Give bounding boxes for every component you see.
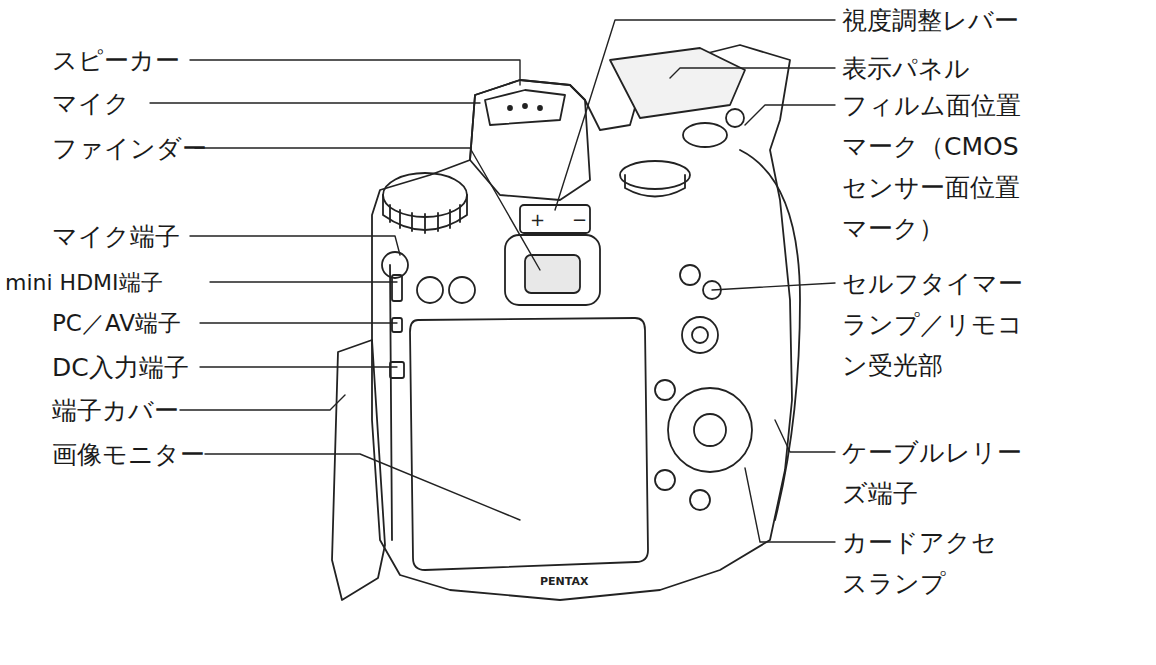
display-panel: [610, 48, 745, 118]
part-label: mini HDMI端子: [5, 262, 163, 303]
mode-dial: [383, 173, 467, 217]
part-label: 画像モニター: [52, 434, 205, 475]
part-label: カードアクセスランプ: [842, 522, 1018, 604]
part-label: ケーブルレリーズ端子: [842, 432, 1043, 514]
four-way-controller: [668, 388, 752, 472]
part-label: ファインダー: [52, 128, 207, 169]
part-label: スピーカー: [52, 40, 180, 81]
part-label: 視度調整レバー: [842, 0, 1019, 41]
part-label: PC／AV端子: [52, 303, 181, 344]
part-label: フィルム面位置マーク（CMOSセンサー面位置マーク）: [842, 85, 1022, 249]
hot-shoe: [485, 90, 565, 125]
part-label: マイク端子: [52, 216, 180, 257]
part-label: 端子カバー: [52, 390, 179, 431]
part-label: マイク: [52, 83, 130, 124]
svg-text:−: −: [572, 209, 587, 230]
leader-lines: [150, 20, 835, 542]
image-monitor: [410, 318, 648, 570]
part-label: DC入力端子: [52, 347, 189, 388]
part-label: セルフタイマーランプ／リモコン受光部: [842, 263, 1043, 386]
viewfinder-eyepiece: [505, 235, 600, 305]
svg-text:PENTAX: PENTAX: [540, 575, 589, 588]
prism-housing: [470, 80, 590, 200]
camera-body: [372, 45, 792, 600]
svg-text:+: +: [530, 209, 545, 230]
camera-grip: [740, 150, 800, 520]
terminal-cover: [332, 340, 385, 600]
part-label: 表示パネル: [842, 48, 970, 89]
